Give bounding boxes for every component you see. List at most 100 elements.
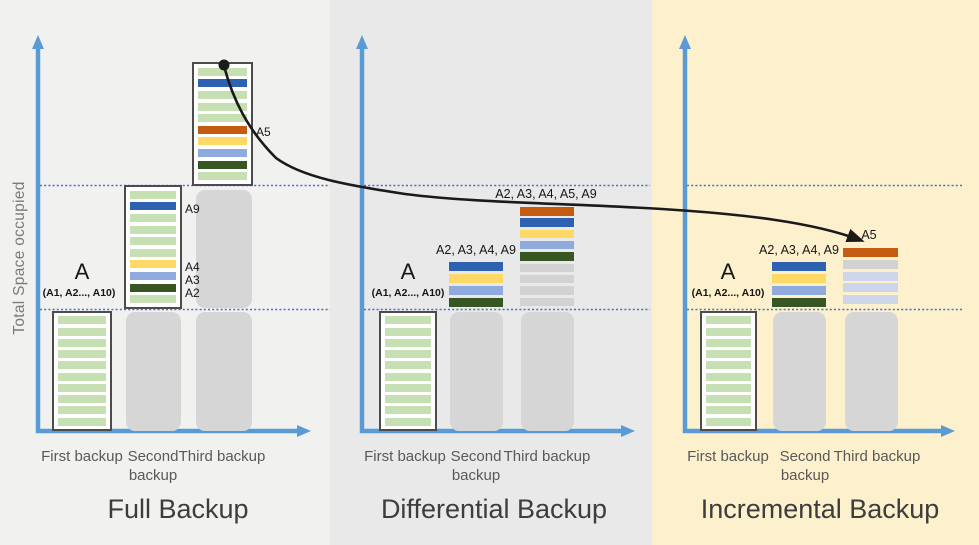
differential-first-backup-label: First backup bbox=[364, 448, 446, 465]
stripe-green bbox=[385, 316, 431, 325]
y-axis-label: Total Space occupied bbox=[11, 181, 28, 335]
stripe-yellow bbox=[520, 229, 574, 239]
full-backup-2-bar bbox=[124, 185, 182, 309]
stripe-green bbox=[198, 67, 247, 76]
incremental-backup-3-stack bbox=[843, 248, 898, 304]
stripe-green bbox=[130, 248, 176, 257]
stripe-green bbox=[130, 225, 176, 234]
stripe-yellow bbox=[449, 274, 503, 283]
stripe-darkblue bbox=[772, 262, 826, 271]
stripe-lightblue bbox=[772, 286, 826, 295]
stripe-green bbox=[385, 327, 431, 336]
stripe-darkblue bbox=[520, 218, 574, 227]
block-label-a3: A3 bbox=[185, 273, 200, 287]
stripe-lightblue bbox=[449, 286, 503, 295]
stripe-green bbox=[706, 350, 751, 359]
full-occupied-space-block bbox=[126, 312, 181, 431]
incremental-first-bar-title: A bbox=[720, 259, 736, 284]
stripe-paleblue bbox=[843, 283, 898, 293]
incremental-occupied-space-block bbox=[773, 312, 826, 431]
stripe-green bbox=[130, 295, 176, 304]
stripe-green bbox=[385, 361, 431, 370]
incremental-third-backup-label: Third backup bbox=[833, 448, 921, 465]
incremental-backup-3-label: A5 bbox=[861, 228, 877, 242]
differential-second-backup-label: Second backup bbox=[450, 448, 502, 484]
stripe-darkgreen bbox=[130, 283, 176, 292]
block-label-a2: A2 bbox=[185, 286, 200, 300]
differential-backup-1-bar bbox=[379, 311, 437, 431]
full-backup-3-bar bbox=[192, 62, 253, 186]
stripe-green bbox=[706, 406, 751, 415]
stripe-green bbox=[198, 90, 247, 99]
stripe-paleblue bbox=[843, 295, 898, 304]
stripe-green bbox=[706, 316, 751, 325]
stripe-darkgreen bbox=[772, 298, 826, 307]
stripe-green bbox=[385, 372, 431, 381]
stripe-darkblue bbox=[449, 262, 503, 271]
stripe-green bbox=[706, 417, 751, 426]
differential-backup-2-label: A2, A3, A4, A9 bbox=[436, 243, 516, 257]
differential-occupied-space-block bbox=[521, 312, 574, 431]
stripe-green bbox=[706, 372, 751, 381]
full-backup-1-bar bbox=[52, 311, 112, 431]
incremental-backup-1-bar bbox=[700, 311, 757, 431]
incremental-first-bar-subtitle: (A1, A2..., A10) bbox=[691, 287, 765, 299]
differential-backup-3-label: A2, A3, A4, A5, A9 bbox=[495, 187, 597, 201]
stripe-yellow bbox=[130, 260, 176, 269]
stripe-green bbox=[58, 406, 106, 415]
full-first-bar-title: A bbox=[74, 259, 90, 284]
stripe-green bbox=[385, 350, 431, 359]
stripe-darkgreen bbox=[198, 160, 247, 169]
stripe-darkgreen bbox=[449, 298, 503, 307]
stripe-yellow bbox=[198, 137, 247, 146]
stripe-orange bbox=[198, 125, 247, 134]
incremental-occupied-space-block bbox=[845, 312, 898, 431]
stripe-green bbox=[198, 172, 247, 181]
stripe-orange bbox=[520, 207, 574, 216]
full-first-bar-subtitle: (A1, A2..., A10) bbox=[42, 287, 116, 299]
differential-first-bar-subtitle: (A1, A2..., A10) bbox=[371, 287, 445, 299]
stripe-darkblue bbox=[198, 79, 247, 88]
full-second-backup-label: Second backup bbox=[127, 448, 179, 484]
differential-backup-2-stack bbox=[449, 262, 503, 307]
incremental-second-backup-label: Second backup bbox=[779, 448, 831, 484]
stripe-paleblue bbox=[843, 271, 898, 281]
stripe-yellow bbox=[772, 274, 826, 283]
stripe-lightblue bbox=[198, 149, 247, 157]
stripe-darkblue bbox=[130, 202, 176, 211]
stripe-green bbox=[58, 395, 106, 404]
stripe-green bbox=[58, 383, 106, 392]
block-label-a9: A9 bbox=[185, 202, 200, 216]
stripe-lightblue bbox=[130, 272, 176, 280]
stripe-green bbox=[385, 395, 431, 404]
stripe-lightblue bbox=[520, 240, 574, 250]
stripe-green bbox=[58, 361, 106, 370]
block-label-a5: A5 bbox=[256, 125, 271, 139]
differential-backup-title: Differential Backup bbox=[380, 494, 608, 524]
block-label-a4: A4 bbox=[185, 260, 200, 274]
full-first-backup-label: First backup bbox=[41, 448, 123, 465]
stripe-green bbox=[385, 383, 431, 392]
stripe-green bbox=[706, 338, 751, 347]
full-third-backup-label: Third backup bbox=[178, 448, 266, 465]
differential-third-backup-label: Third backup bbox=[503, 448, 591, 465]
stripe-green bbox=[58, 316, 106, 325]
stripe-green bbox=[706, 327, 751, 336]
stripe-gray bbox=[520, 274, 574, 284]
stripe-green bbox=[385, 338, 431, 347]
full-occupied-space-block bbox=[196, 190, 252, 308]
incremental-backup-2-stack bbox=[772, 262, 826, 307]
stripe-gray bbox=[843, 259, 898, 269]
full-occupied-space-block bbox=[196, 312, 252, 431]
stripe-green bbox=[198, 102, 247, 111]
incremental-backup-title: Incremental Backup bbox=[700, 494, 940, 524]
stripe-green bbox=[58, 350, 106, 359]
stripe-green bbox=[58, 417, 106, 426]
stripe-green bbox=[198, 114, 247, 123]
stripe-green bbox=[706, 383, 751, 392]
incremental-first-backup-label: First backup bbox=[687, 448, 769, 465]
stripe-green bbox=[706, 361, 751, 370]
stripe-green bbox=[706, 395, 751, 404]
stripe-gray bbox=[520, 286, 574, 295]
